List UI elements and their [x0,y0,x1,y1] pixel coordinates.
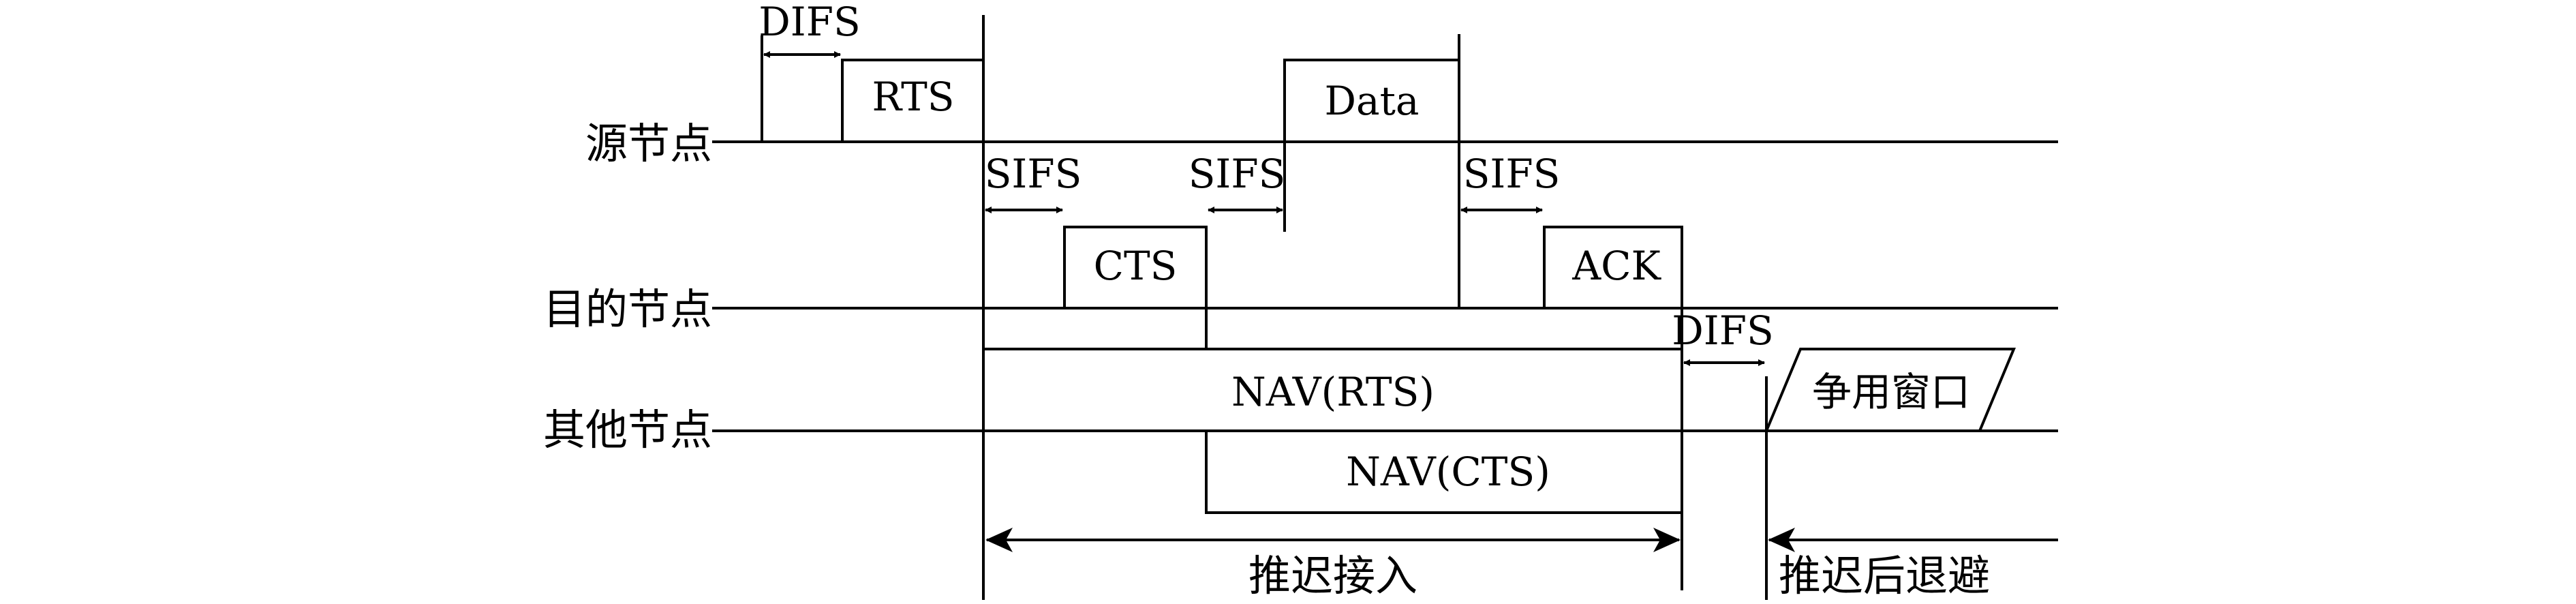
sifs-1-label: SIFS [985,151,1082,197]
nav-cts-frame [1205,431,1682,514]
rts-frame [841,59,985,142]
difs-bottom-label: DIFS [1672,307,1773,354]
defer-backoff-label: 推迟后退避 [1779,551,1990,601]
sifs-2-label: SIFS [1189,151,1286,197]
nav-rts-label: NAV(RTS) [1231,369,1435,415]
rts-label: RTS [872,74,954,120]
data-frame [1283,59,1460,232]
sifs-3-label: SIFS [1463,151,1561,197]
row-label-dest: 目的节点 [543,284,712,334]
row-label-source: 源节点 [585,119,712,168]
contention-window-frame [1764,348,2016,432]
row-label-other: 其他节点 [543,405,712,455]
cts-label: CTS [1094,243,1178,289]
difs-top-label: DIFS [758,0,860,45]
ack-frame [1543,226,1683,308]
ack-label: ACK [1571,243,1661,289]
nav-cts-label: NAV(CTS) [1346,449,1550,495]
defer-access-label: 推迟接入 [1248,551,1417,601]
contention-window-label: 争用窗口 [1812,369,1970,415]
data-label: Data [1325,78,1420,124]
cts-frame [1063,226,1208,308]
